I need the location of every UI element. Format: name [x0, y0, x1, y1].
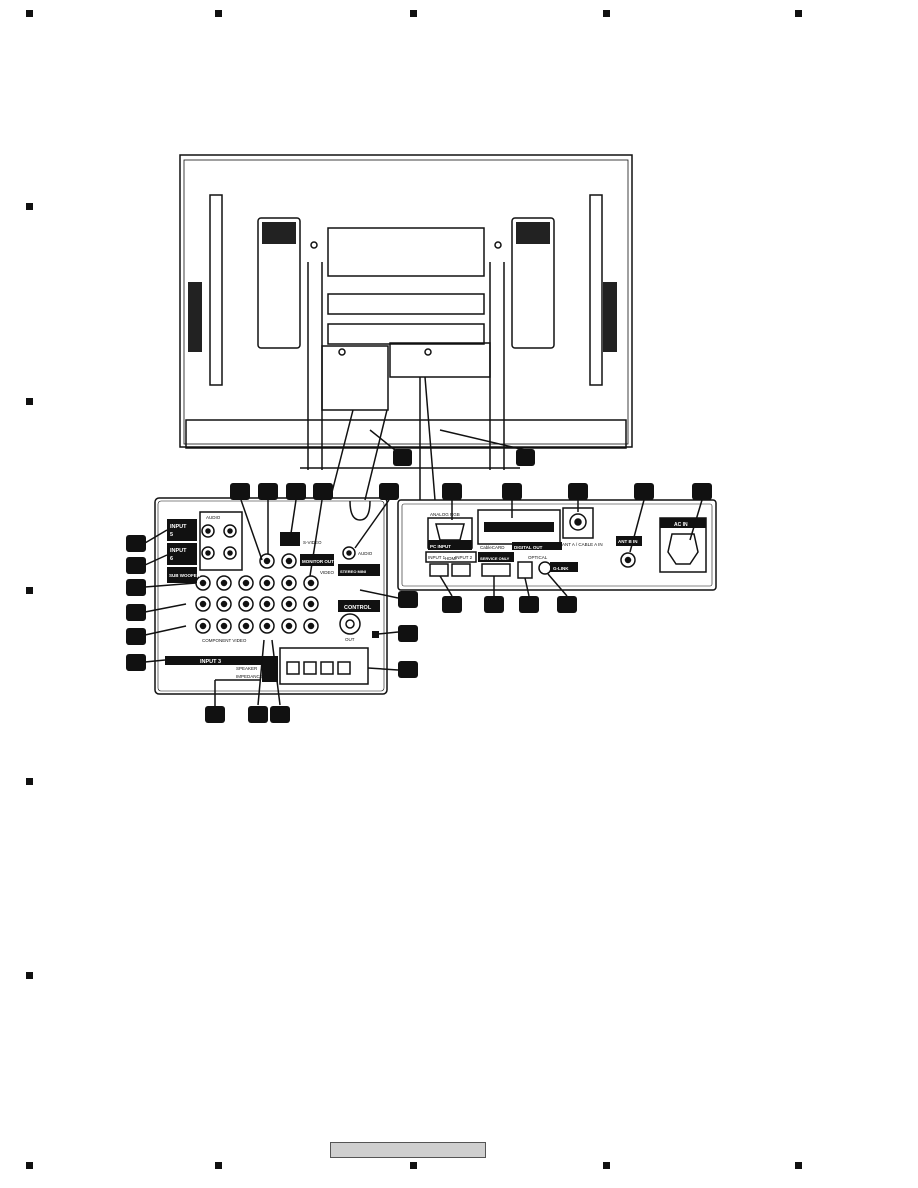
- label-video: VIDEO: [320, 570, 335, 575]
- label-audio-stereo: AUDIO: [358, 551, 373, 556]
- corner-mark: [410, 1162, 417, 1169]
- label-input1: INPUT 1: [428, 555, 446, 560]
- label-impedance: IMPEDANCE: [236, 674, 263, 679]
- label-control: CONTROL: [344, 605, 372, 611]
- callout-marker: [442, 483, 462, 500]
- callout-marker: [126, 604, 146, 621]
- corner-mark: [26, 203, 33, 210]
- corner-mark: [795, 1162, 802, 1169]
- rca-jack-group: [195, 524, 319, 634]
- callout-marker: [634, 483, 654, 500]
- left-rail: [209, 194, 223, 386]
- page-footer-bar: [330, 1142, 486, 1158]
- corner-mark: [26, 398, 33, 405]
- callout-marker: [126, 557, 146, 574]
- label-speaker: SPEAKER: [236, 666, 258, 671]
- corner-mark: [26, 972, 33, 979]
- label-input6: INPUT: [170, 548, 187, 554]
- tv-base: [185, 419, 627, 449]
- label-input5: INPUT: [170, 524, 187, 530]
- corner-mark: [410, 10, 417, 17]
- callout-marker: [692, 483, 712, 500]
- corner-mark: [26, 10, 33, 17]
- callout-marker: [398, 625, 418, 642]
- corner-mark: [215, 10, 222, 17]
- callout-marker: [519, 596, 539, 613]
- callout-marker: [398, 661, 418, 678]
- callout-marker: [205, 706, 225, 723]
- corner-mark: [795, 10, 802, 17]
- label-out: OUT: [345, 637, 355, 642]
- callout-marker: [270, 706, 290, 723]
- callout-marker: [258, 483, 278, 500]
- callout-marker: [484, 596, 504, 613]
- callout-marker: [126, 579, 146, 596]
- callout-marker: [516, 449, 535, 466]
- corner-mark: [603, 1162, 610, 1169]
- right-rail: [589, 194, 603, 386]
- callout-marker: [126, 654, 146, 671]
- corner-mark: [215, 1162, 222, 1169]
- label-input5-num: 5: [170, 532, 173, 538]
- callout-marker: [557, 596, 577, 613]
- label-optical: OPTICAL: [528, 555, 548, 560]
- corner-mark: [26, 778, 33, 785]
- tv-rear-outline: [179, 154, 633, 448]
- right-handle: [511, 217, 555, 349]
- callout-marker: [568, 483, 588, 500]
- callout-marker: [379, 483, 399, 500]
- label-ac-in: AC IN: [674, 522, 688, 528]
- label-input2: INPUT 2: [455, 555, 473, 560]
- label-digital-out: DIGITAL OUT: [514, 545, 543, 550]
- corner-mark: [603, 10, 610, 17]
- callout-marker: [442, 596, 462, 613]
- label-input6-num: 6: [170, 556, 173, 562]
- label-service-only: SERVICE ONLY: [480, 556, 510, 561]
- callout-marker: [126, 535, 146, 552]
- center-panel-top: [327, 227, 485, 277]
- label-stereo-mini: STEREO MINI: [340, 569, 366, 574]
- right-terminal-area: [389, 342, 491, 378]
- callout-marker: [398, 591, 418, 608]
- label-sub-woofer: SUB WOOFER: [169, 573, 201, 578]
- label-audio: AUDIO: [206, 515, 221, 520]
- corner-mark: [26, 1162, 33, 1169]
- callout-marker: [393, 449, 412, 466]
- label-hdmi: HDMI: [445, 556, 457, 561]
- callout-marker: [230, 483, 250, 500]
- right-jack-panel: [397, 499, 717, 591]
- callout-marker: [313, 483, 333, 500]
- corner-mark: [26, 587, 33, 594]
- callout-marker: [248, 706, 268, 723]
- label-analog-rgb: ANALOG RGB: [430, 512, 460, 517]
- callout-marker: [126, 628, 146, 645]
- callout-markers: [126, 449, 712, 723]
- label-ant-b: ANT B IN: [618, 539, 638, 544]
- label-cablecard: CableCARD: [480, 545, 505, 550]
- label-component-video: COMPONENT VIDEO: [202, 638, 247, 643]
- callout-marker: [502, 483, 522, 500]
- label-s-video: S-VIDEO: [303, 540, 322, 545]
- callout-marker: [286, 483, 306, 500]
- left-handle: [257, 217, 301, 349]
- label-input3: INPUT 3: [200, 659, 221, 665]
- left-terminal-area: [321, 345, 389, 411]
- label-ant-a: ANT A / CABLE A IN: [562, 542, 603, 547]
- label-g-link: G-LINK: [553, 566, 569, 571]
- label-monitor-out: MONITOR OUT: [302, 559, 334, 564]
- label-pc-input: PC INPUT: [430, 544, 451, 549]
